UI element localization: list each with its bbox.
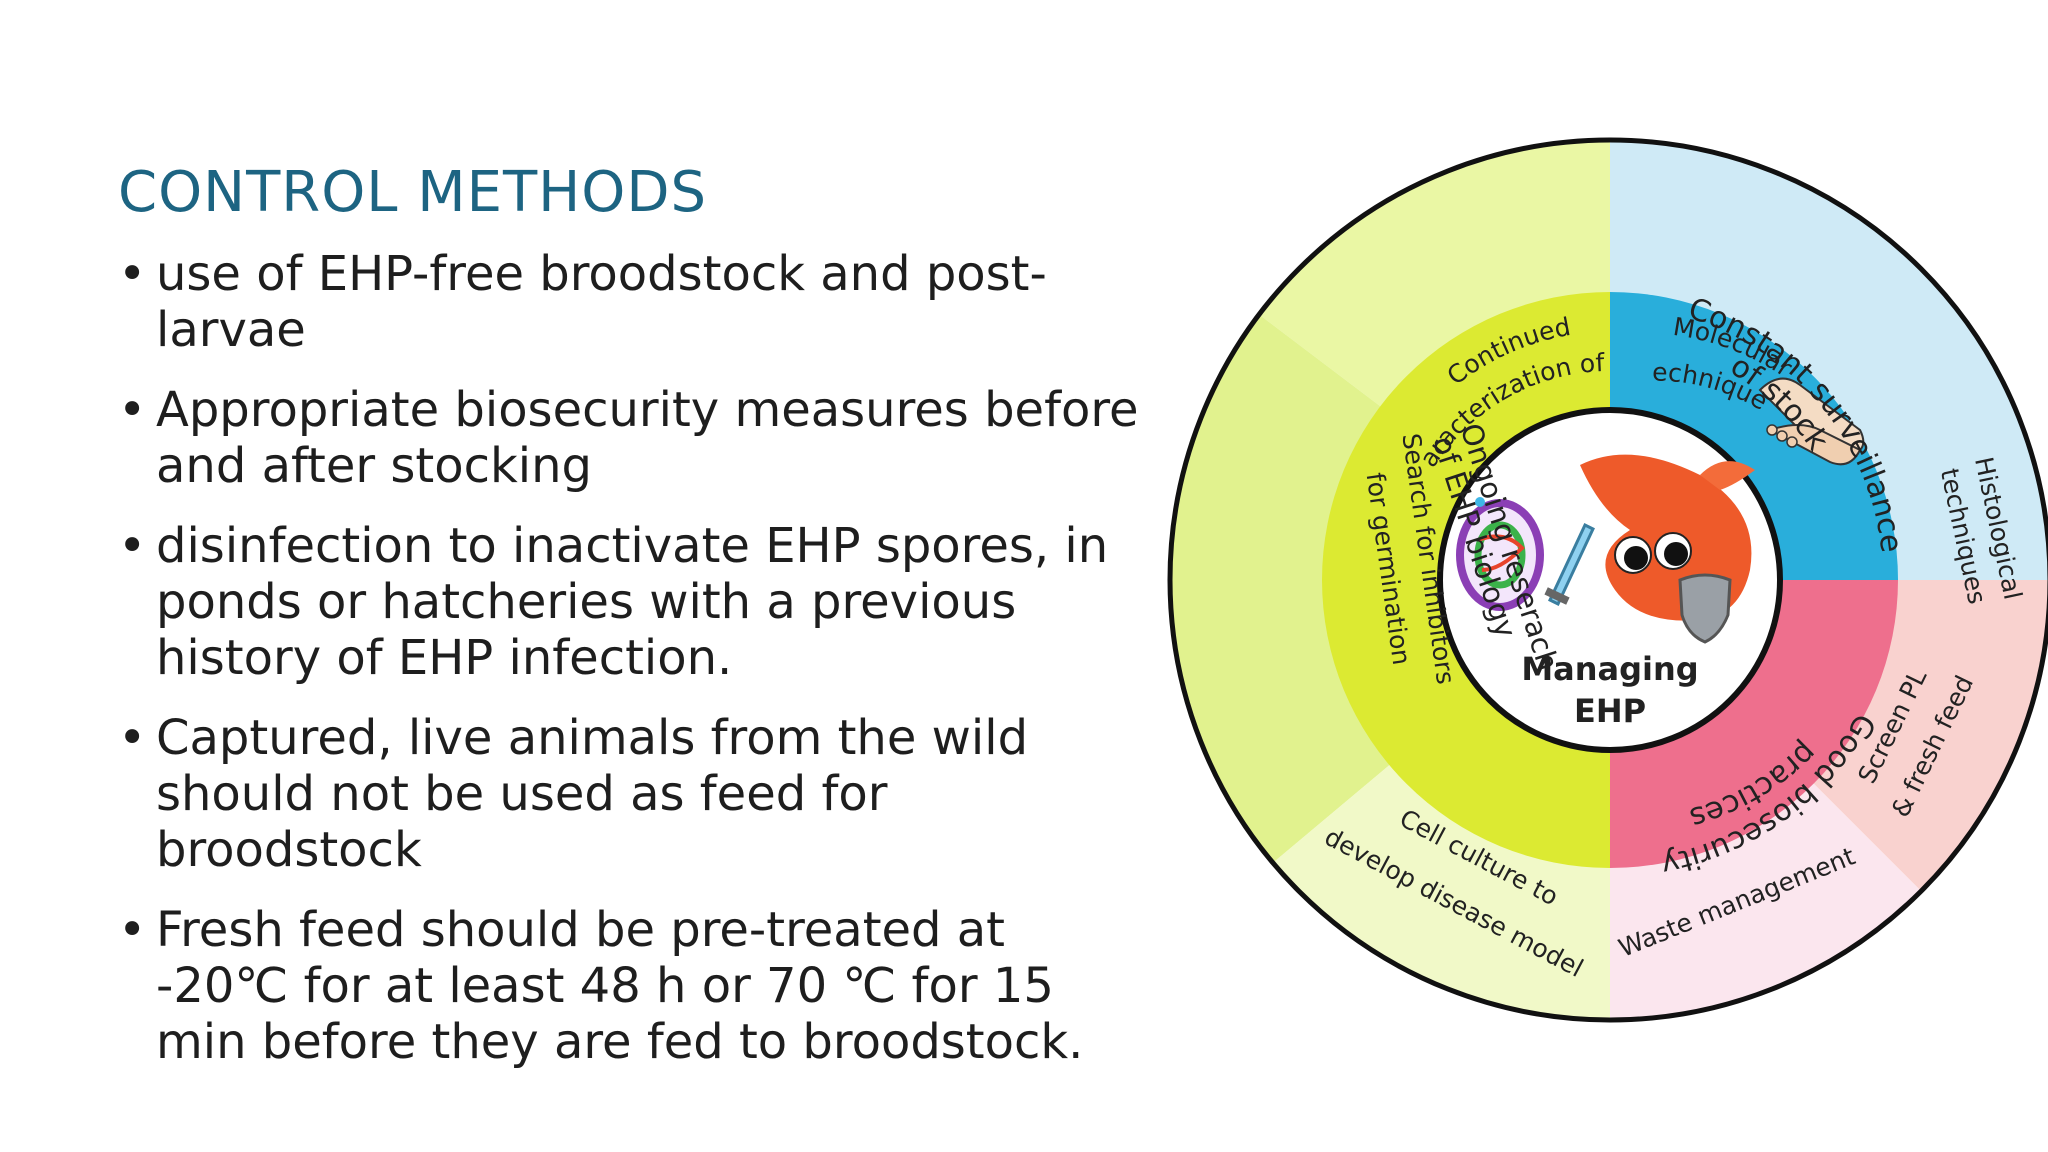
slide-title: CONTROL METHODS (118, 160, 708, 225)
outer-ring-outline (1167, 137, 2048, 1023)
bullet-list: •use of EHP-free broodstock and post-lar… (118, 246, 1148, 1094)
shield-icon (1678, 573, 1732, 644)
center-label-line1: Managing (1521, 650, 1698, 688)
bullet-dot-icon: • (118, 710, 147, 766)
bullet-item: •disinfection to inactivate EHP spores, … (118, 518, 1148, 686)
center-label-line2: EHP (1574, 692, 1646, 730)
bullet-item: •Fresh feed should be pre-treated at -20… (118, 902, 1148, 1070)
bullet-dot-icon: • (118, 518, 147, 574)
bullet-item: •Appropriate biosecurity measures before… (118, 382, 1148, 494)
spore-icon (1456, 497, 1544, 611)
bullet-dot-icon: • (118, 382, 147, 438)
bullet-text: use of EHP-free broodstock and post-larv… (156, 246, 1047, 358)
bullet-text: disinfection to inactivate EHP spores, i… (156, 518, 1109, 686)
bullet-item: •Captured, live animals from the wild sh… (118, 710, 1148, 878)
bullet-dot-icon: • (118, 902, 147, 958)
bullet-text: Appropriate biosecurity measures before … (156, 382, 1139, 494)
bullet-item: •use of EHP-free broodstock and post-lar… (118, 246, 1148, 358)
sword-icon (1544, 522, 1595, 607)
bullet-dot-icon: • (118, 246, 147, 302)
bullet-text: Captured, live animals from the wild sho… (156, 710, 1029, 878)
bullet-text: Fresh feed should be pre-treated at -20℃… (156, 902, 1084, 1070)
managing-ehp-wheel-diagram: Managing EHP Constant surveillance of st… (1160, 130, 2048, 1023)
handshake-icon (1758, 377, 1865, 466)
